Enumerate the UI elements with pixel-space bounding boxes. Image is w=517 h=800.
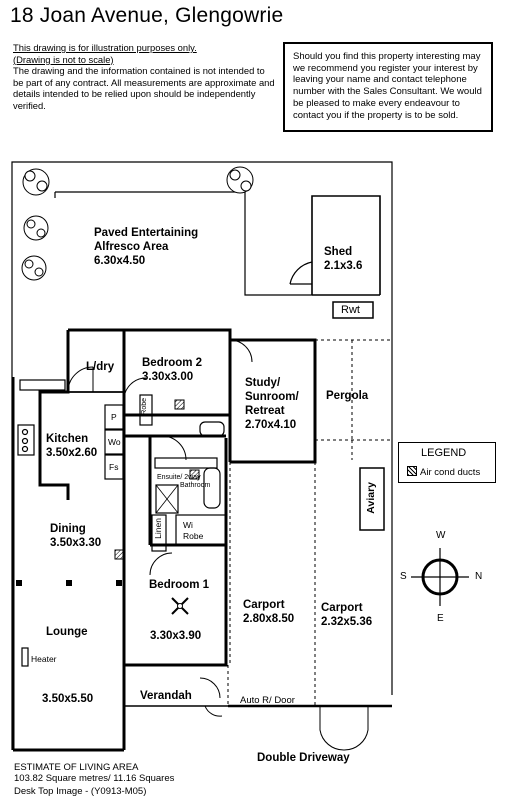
compass-south: S: [400, 571, 407, 582]
bedroom2-label: Bedroom 2 3.30x3.00: [142, 357, 203, 383]
register-interest-notice: Should you find this property interestin…: [283, 42, 493, 132]
driveway-label: Double Driveway: [257, 752, 350, 764]
compass-east: E: [437, 613, 444, 624]
air-cond-duct-icon: [407, 466, 417, 476]
compass-west: W: [436, 530, 446, 541]
fridge-space-label: Fs: [109, 462, 119, 472]
heater-label: Heater: [31, 654, 57, 664]
aviary-label: Aviary: [365, 482, 377, 514]
carport1-label: Carport 2.80x8.50: [243, 599, 295, 625]
bathroom-label: Bathroom: [180, 482, 211, 489]
carport2-label: Carport 2.32x5.36: [321, 602, 373, 628]
air-cond-duct-icons: [114, 399, 200, 560]
dining-label: Dining 3.50x3.30: [50, 523, 102, 549]
compass-icon: [411, 548, 469, 606]
bedroom1-name: Bedroom 1: [149, 579, 210, 591]
page-title: 18 Joan Avenue, Glengowrie: [10, 4, 284, 27]
disclaimer-line1: This drawing is for illustration purpose…: [13, 42, 197, 53]
auto-door-label: Auto R/ Door: [240, 695, 295, 706]
lounge-label: Lounge: [46, 626, 88, 638]
tree-icons: [21, 166, 254, 281]
legend-item-label: Air cond ducts: [420, 467, 481, 478]
pergola-label: Pergola: [326, 390, 369, 402]
compass-north: N: [475, 571, 483, 582]
pantry-label: P: [111, 412, 117, 422]
robe-label: Robe: [141, 398, 148, 415]
legend-title: LEGEND: [421, 447, 467, 459]
disclaimer-line2: (Drawing is not to scale): [13, 53, 114, 65]
ensuite-label: Ensuite/ 2way: [157, 474, 201, 481]
rwt-label: Rwt: [341, 304, 360, 316]
bedroom1-size: 3.30x3.90: [150, 630, 202, 642]
verandah-label: Verandah: [140, 690, 192, 702]
legend: LEGEND Air cond ducts: [398, 442, 496, 483]
laundry-label: L/dry: [86, 361, 115, 373]
lounge-size: 3.50x5.50: [42, 693, 94, 705]
linen-label: Linen: [153, 518, 163, 539]
wall-oven-label: Wo: [108, 437, 121, 447]
study-label: Study/ Sunroom/ Retreat 2.70x4.10: [245, 377, 299, 431]
legend-item: Air cond ducts: [407, 466, 480, 478]
wi-robe-label: Wi Robe: [183, 520, 204, 541]
disclaimer-body: The drawing and the information containe…: [13, 65, 275, 111]
alfresco-label: Paved Entertaining Alfresco Area 6.30x4.…: [94, 227, 199, 267]
ceiling-fan-icon: [171, 597, 189, 615]
living-area-estimate: ESTIMATE OF LIVING AREA 103.82 Square me…: [14, 762, 175, 797]
disclaimer: This drawing is for illustration purpose…: [13, 42, 275, 112]
shed-label: Shed 2.1x3.6: [324, 246, 363, 272]
kitchen-label: Kitchen 3.50x2.60: [46, 433, 98, 459]
